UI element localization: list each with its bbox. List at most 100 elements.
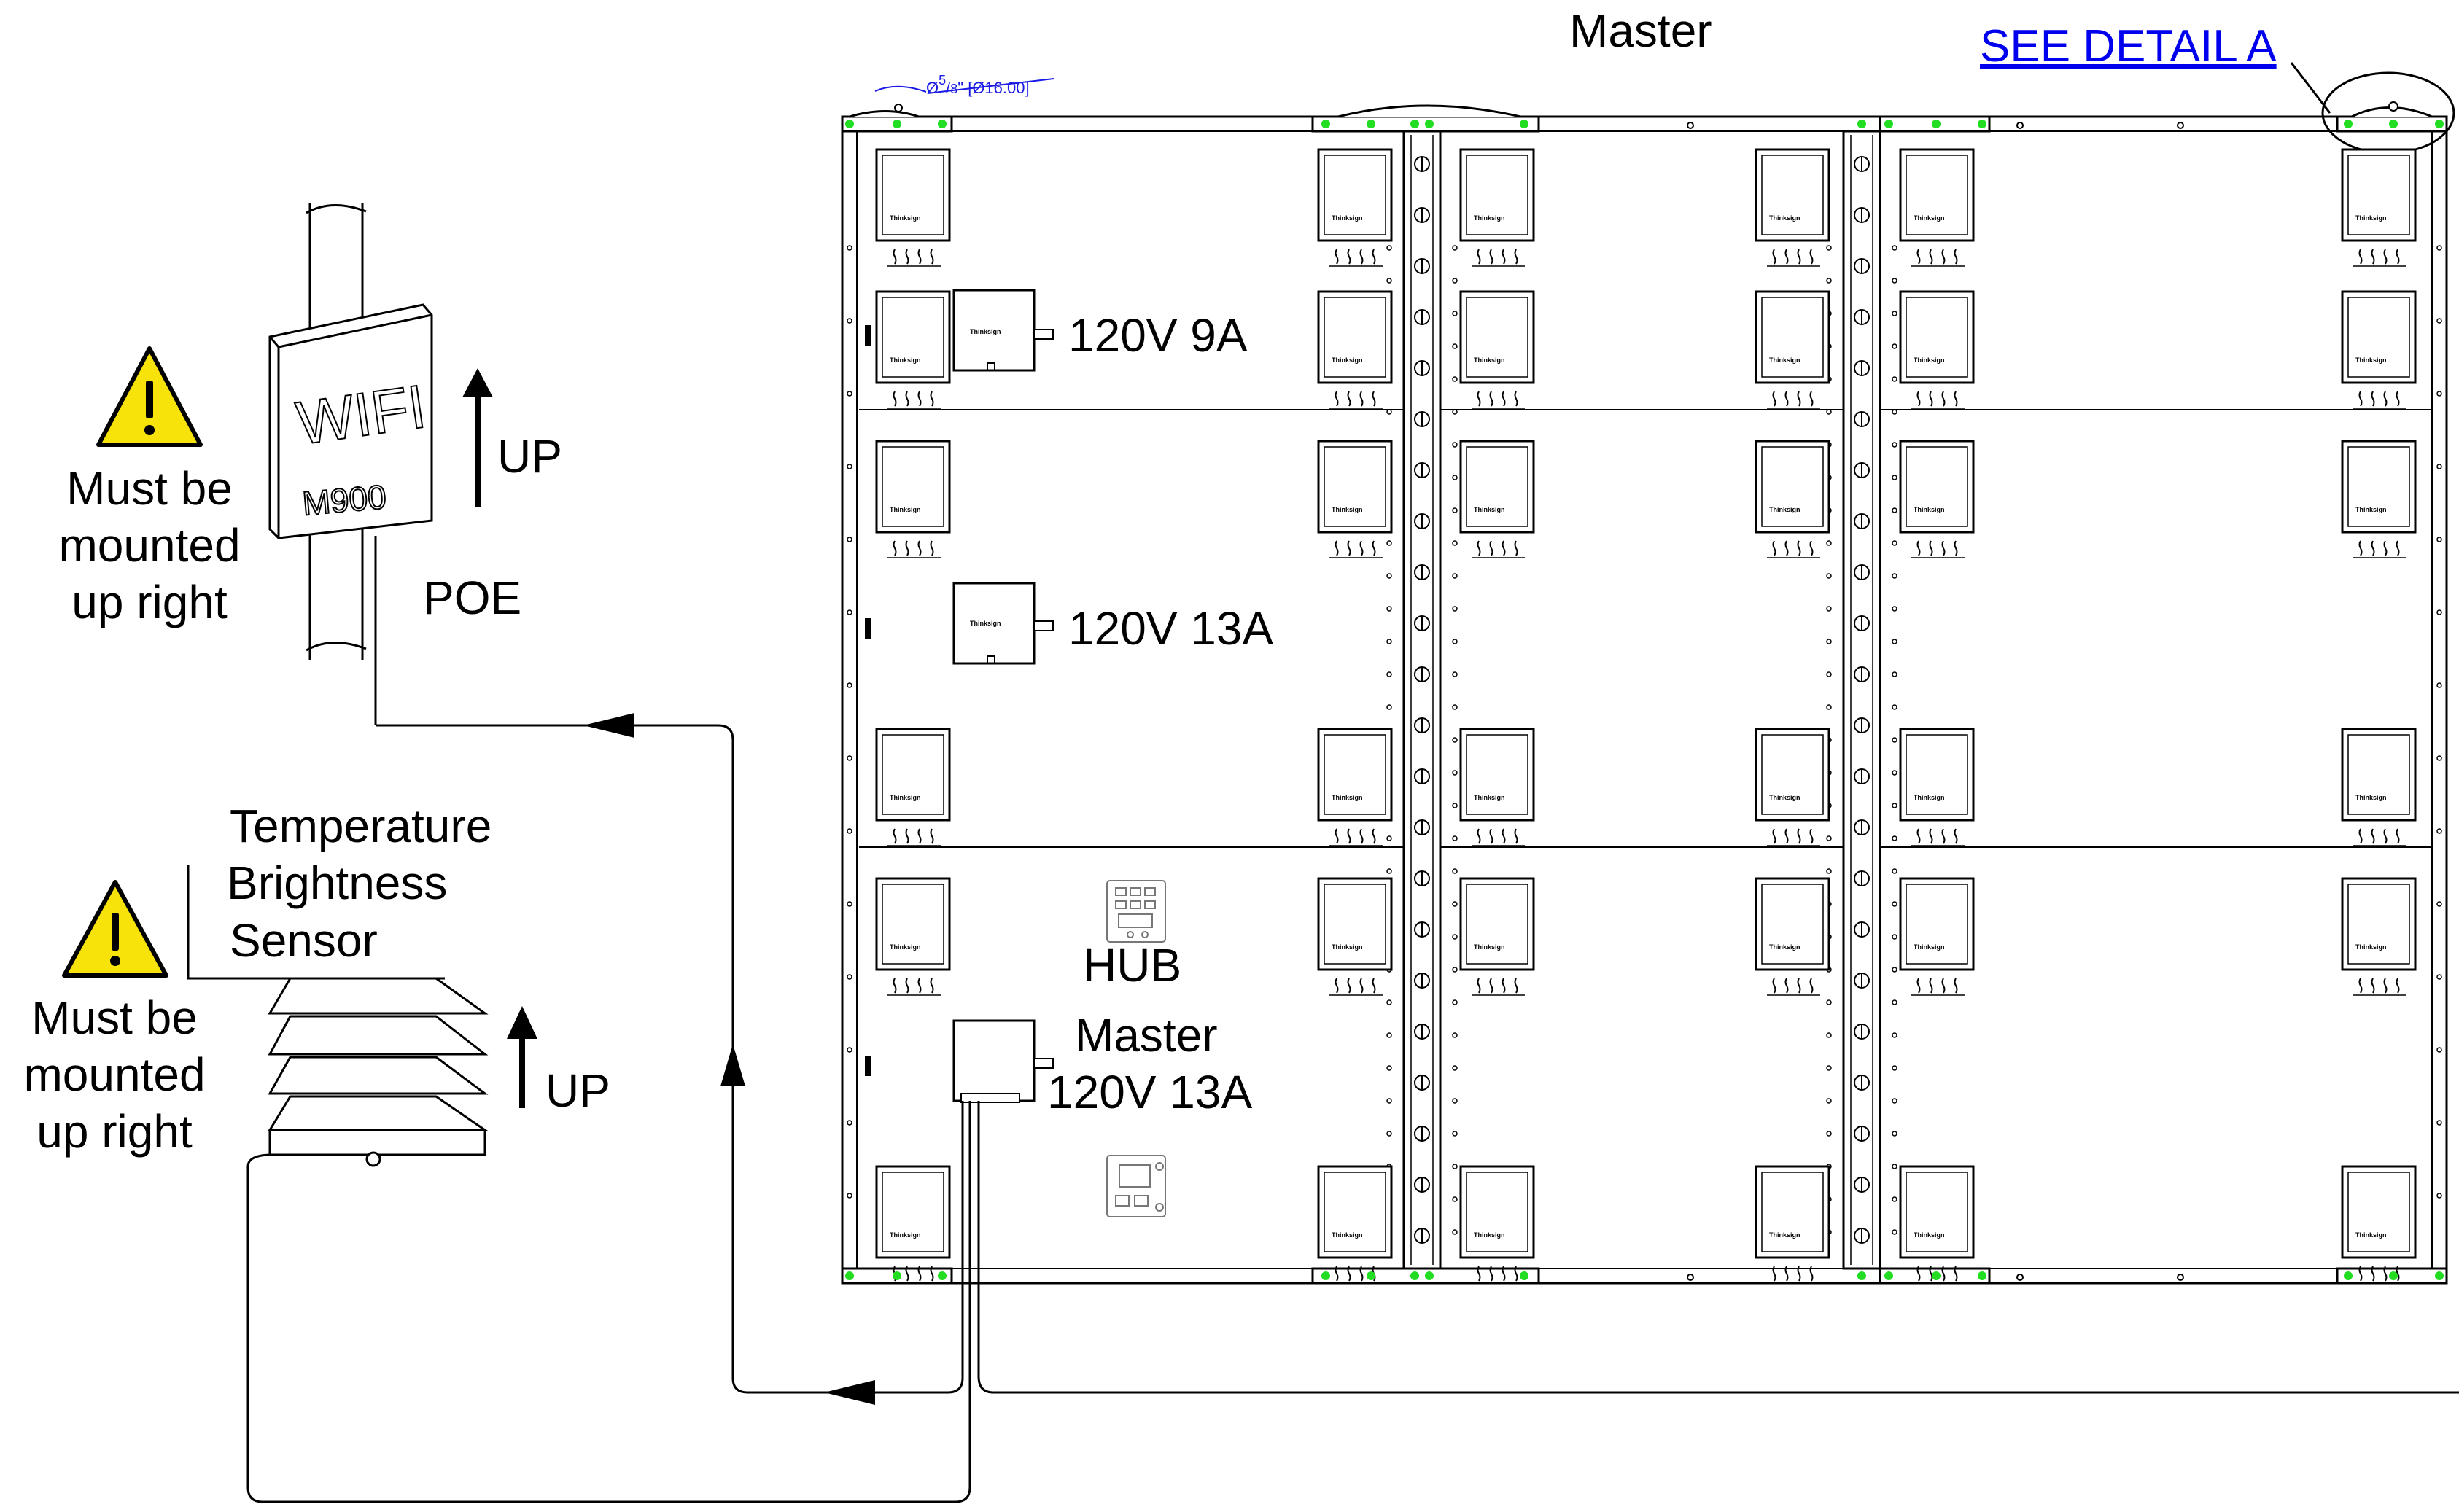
receiver-card: Thinksign [1899, 290, 1975, 409]
receiver-body [1459, 877, 1535, 971]
ventilation-mark [893, 249, 897, 265]
rivet [1826, 245, 1832, 251]
ventilation-mark [1514, 540, 1518, 556]
power-supply-1: Thinksign [952, 289, 1054, 372]
rivet [1452, 999, 1458, 1005]
ventilation-mark [1916, 249, 1921, 265]
ventilation-mark [1514, 249, 1518, 265]
ventilation-mark [1359, 249, 1364, 265]
ventilation-mark [1489, 978, 1493, 994]
hole-dimension: Ø5/8" [Ø16.00] [874, 73, 1054, 97]
ventilation-mark [1477, 249, 1481, 265]
receiver-body [1317, 440, 1393, 534]
rivet [1892, 704, 1897, 710]
rivet [1892, 1196, 1897, 1202]
mount-dot [1321, 1271, 1330, 1280]
ventilation-mark [2396, 1266, 2400, 1282]
receiver-inner [1761, 446, 1824, 527]
receiver-logo: Thinksign [1769, 1231, 1800, 1239]
ventilation-mark [1359, 391, 1364, 407]
ventilation-mark [1809, 540, 1814, 556]
receiver-body [1459, 148, 1535, 242]
latch [865, 325, 871, 346]
ventilation-mark [1372, 249, 1376, 265]
ventilation-mark [1372, 540, 1376, 556]
rivet [1386, 245, 1392, 251]
mount-dot [1978, 1271, 1986, 1280]
rivet [1386, 639, 1392, 644]
receiver-inner [1324, 884, 1386, 965]
receiver-inner [882, 734, 944, 815]
ventilation-mark [2396, 249, 2400, 265]
ventilation-mark [1941, 1266, 1946, 1282]
rivet [1892, 901, 1897, 907]
receiver-body [875, 877, 951, 971]
receiver-body [875, 728, 951, 822]
rivet [1826, 1032, 1832, 1038]
rivet [1452, 737, 1458, 743]
ventilation-mark [1372, 978, 1376, 994]
rivet [1892, 803, 1897, 808]
master-output-cable [977, 1101, 2459, 1394]
receiver-card: Thinksign [1459, 290, 1535, 409]
receiver-inner [1466, 446, 1528, 527]
rivet [1892, 868, 1897, 874]
receiver-body [1459, 1165, 1535, 1259]
ventilation-mark [1797, 249, 1801, 265]
mount-dot [2435, 1271, 2444, 1280]
mount-dot [1425, 120, 1434, 128]
receiver-card: Thinksign [2341, 1165, 2417, 1284]
ventilation-mark [1347, 391, 1351, 407]
ventilation-mark [2383, 828, 2388, 844]
receiver-card: Thinksign [1899, 877, 1975, 996]
receiver-card: Thinksign [875, 440, 951, 558]
mount-dot [1321, 120, 1330, 128]
rivet [1386, 1032, 1392, 1038]
ventilation-mark [930, 828, 934, 844]
receiver-body [1459, 440, 1535, 534]
frame-hole [2016, 122, 2024, 129]
receiver-card: Thinksign [1755, 440, 1830, 558]
see-detail-a-link[interactable]: SEE DETAIL A [1980, 21, 2277, 71]
frame-hole [847, 1047, 852, 1053]
rivet [1452, 278, 1458, 284]
receiver-logo: Thinksign [890, 1231, 921, 1239]
mount-dot [1410, 120, 1419, 128]
receiver-card: Thinksign [1755, 1165, 1830, 1284]
receiver-body [1317, 148, 1393, 242]
mount-dot [1857, 1271, 1866, 1280]
receiver-body [1755, 148, 1830, 242]
rivet [1892, 606, 1897, 612]
ventilation-mark [1784, 1266, 1789, 1282]
receiver-logo: Thinksign [1914, 506, 1945, 513]
receiver-inner [1466, 155, 1528, 235]
receiver-logo: Thinksign [2355, 356, 2387, 364]
rivet [1452, 343, 1458, 349]
ventilation-mark [1954, 978, 1958, 994]
ventilation-mark [2371, 978, 2375, 994]
ventilation-mark [1954, 1266, 1958, 1282]
ventilation-mark [1809, 391, 1814, 407]
receiver-body [1459, 290, 1535, 384]
receiver-cards: ThinksignThinksignThinksignThinksignThin… [875, 148, 2417, 1284]
cabinet-frame [841, 115, 2448, 1285]
frame-hole [2436, 318, 2442, 324]
rivet [1452, 770, 1458, 776]
rivet [1892, 573, 1897, 579]
rivet [1386, 835, 1392, 841]
column-bar [1842, 130, 1881, 1270]
ventilation-mark [1916, 540, 1921, 556]
receiver-body [1899, 728, 1975, 822]
receiver-inner [1761, 155, 1824, 235]
receiver-body [1755, 877, 1830, 971]
ventilation-mark [1772, 249, 1776, 265]
receiver-logo: Thinksign [1914, 794, 1945, 801]
rivet [1892, 770, 1897, 776]
ventilation-mark [2396, 828, 2400, 844]
mount-dot [845, 120, 854, 128]
receiver-card: Thinksign [1755, 290, 1830, 409]
rivet [1826, 868, 1832, 874]
rivet [1386, 999, 1392, 1005]
rivet [1892, 245, 1897, 251]
ps1-label: 120V 9A [1068, 309, 1248, 362]
